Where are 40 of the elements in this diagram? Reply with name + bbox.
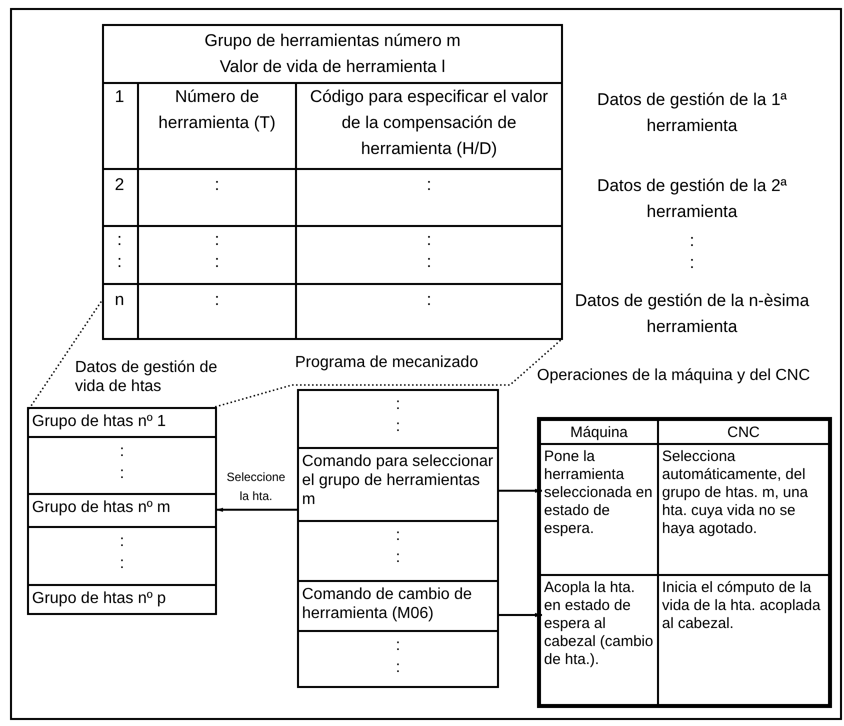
arrow <box>498 612 542 618</box>
table-cell: : : <box>297 225 561 283</box>
table-row: : : <box>297 630 499 688</box>
table-title: Operaciones de la máquina y del CNC <box>537 366 812 385</box>
table-cell: : <box>297 168 561 225</box>
arrow <box>498 488 542 493</box>
table-cell: 2 <box>102 168 139 225</box>
table-cell: n <box>102 283 139 338</box>
table-row: Pone la herramienta seleccionada en estado de espera. <box>541 443 659 574</box>
note-text: Datos de gestión de la n-èsima herramienta <box>574 290 810 338</box>
table-row: Grupo de htas nº p <box>27 584 217 615</box>
note-text: Datos de gestión de la 1ª herramienta <box>596 89 788 137</box>
table-row: Máquina <box>541 421 659 443</box>
table-title: Programa de mecanizado <box>295 353 480 372</box>
table-row: Acopla la hta. en estado de espera al cabezal (cambio de hta.). <box>541 574 659 704</box>
note-text: : : <box>688 230 696 274</box>
table-frame <box>102 24 563 340</box>
table-cell: : : <box>139 225 297 283</box>
table-cell: Número de herramienta (T) <box>139 82 297 168</box>
table-cell-text: Código para especificar el valor de la compensación de herramienta (H/D) <box>308 86 550 160</box>
table-row: CNC <box>659 421 828 443</box>
note-text: Datos de gestión de la 2ª herramienta <box>596 175 788 223</box>
table-cell: 1 <box>102 82 139 168</box>
table-header: Grupo de herramientas número m Valor de vida de herramienta l <box>104 26 561 84</box>
table-row: : : <box>27 526 217 584</box>
table-row: Grupo de htas nº m <box>27 493 217 526</box>
table-row: : : <box>27 436 217 493</box>
arrow <box>216 508 298 512</box>
table-row: Comando para seleccionar el grupo de herramientas m <box>297 447 499 520</box>
table-row: Comando de cambio de herramienta (M06) <box>297 580 499 630</box>
table-row: Grupo de htas nº 1 <box>27 407 217 436</box>
table-cell: : : <box>102 225 139 283</box>
table-title: Datos de gestión de vida de htas <box>75 358 218 396</box>
table-row: : : <box>297 389 499 447</box>
table-row: : : <box>297 520 499 580</box>
table-cell: : <box>297 283 561 338</box>
table-cell: : <box>139 168 297 225</box>
table-row: Inicia el cómputo de la vida de la hta. acoplada al cabezal. <box>659 574 828 704</box>
table-cell: : <box>139 283 297 338</box>
table-row: Selecciona automáticamente, del grupo de htas. m, una hta. cuya vida no se haya agotado. <box>659 443 828 574</box>
